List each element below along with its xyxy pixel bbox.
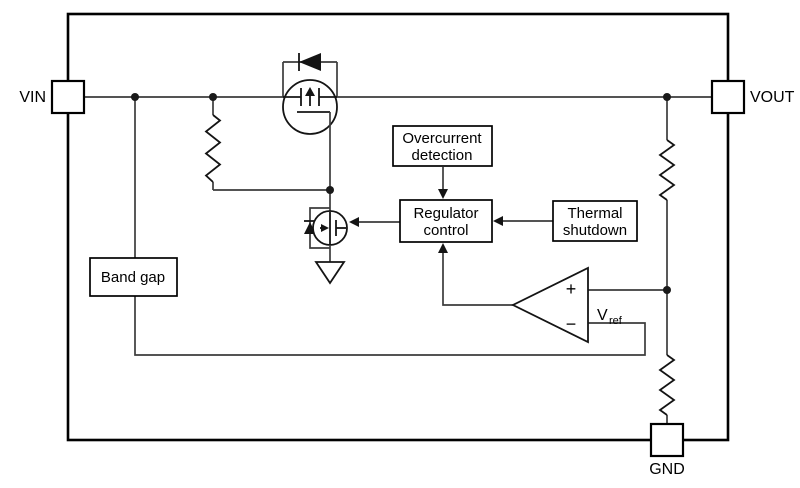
ground-symbol [314, 261, 346, 285]
gnd-pin-label: GND [649, 461, 685, 478]
overcurrent-label-line1: Overcurrent [402, 130, 482, 147]
regulator-label-line2: control [423, 222, 468, 239]
regulator-to-driver-arrow [349, 217, 400, 227]
band-gap-block: Band gap [89, 257, 178, 297]
vout-pin: VOUT [710, 79, 795, 115]
regulator-label-line1: Regulator [413, 205, 478, 222]
thermal-label-line1: Thermal [567, 205, 622, 222]
gnd-pin: GND [649, 422, 685, 478]
pass-transistor-body-diode [282, 53, 338, 97]
amplifier-to-regulator-arrow [438, 243, 513, 306]
junction-dots [131, 93, 671, 294]
thermal-label-line2: shutdown [563, 222, 627, 239]
vin-pin: VIN [19, 79, 86, 115]
pass-transistor [282, 79, 338, 135]
thermal-to-regulator-arrow [493, 216, 553, 226]
regulator-control-block: Regulator control [399, 199, 493, 243]
error-amplifier: + − [510, 266, 589, 344]
vin-pin-label: VIN [19, 89, 46, 106]
vref-base-text: V [597, 307, 608, 324]
overcurrent-label-line2: detection [412, 147, 473, 164]
chip-boundary [66, 12, 730, 442]
opamp-plus-label: + [566, 279, 577, 299]
opamp-minus-label: − [566, 314, 577, 334]
driver-transistor [312, 210, 348, 246]
overcurrent-detection-block: Overcurrent detection [392, 125, 493, 167]
vref-subscript-text: ref [609, 315, 623, 327]
feedback-resistor-top [658, 139, 676, 201]
band-gap-label: Band gap [101, 269, 165, 286]
vref-label: V ref [597, 307, 623, 327]
feedback-resistor-bottom [658, 354, 676, 416]
overcurrent-to-regulator-arrow [438, 167, 448, 199]
thermal-shutdown-block: Thermal shutdown [552, 200, 638, 242]
gate-bias-resistor [204, 114, 222, 183]
vref-wire [134, 296, 646, 356]
vout-pin-label: VOUT [750, 89, 795, 106]
